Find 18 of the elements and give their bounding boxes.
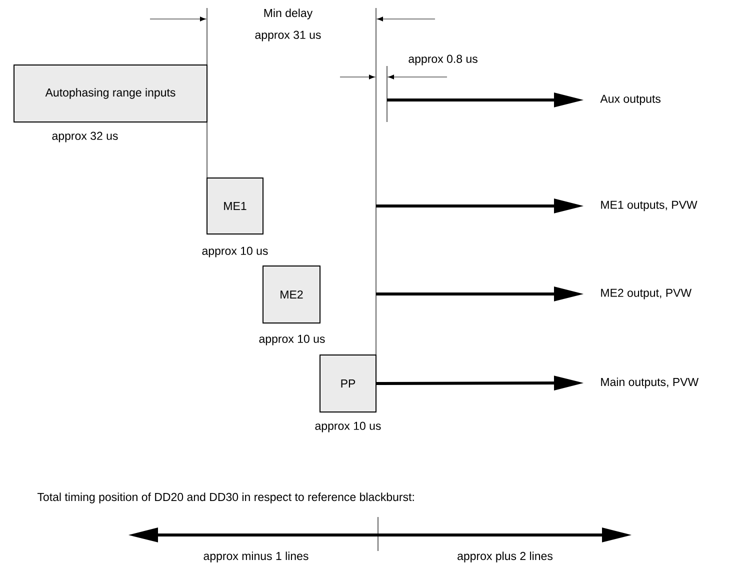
duration-label: approx 10 us	[315, 422, 381, 432]
process-box: PP	[320, 354, 376, 412]
process-box: ME2	[262, 266, 320, 324]
duration-label: approx 10 us	[202, 246, 268, 258]
duration-label: approx 32 us	[52, 132, 118, 142]
note-text: Min delay	[264, 8, 313, 20]
output-label: ME1 outputs, PVW	[601, 200, 698, 212]
output-label: Aux outputs	[600, 94, 660, 106]
output-label: ME2 output, PVW	[601, 288, 692, 300]
note-text: approx 31 us	[255, 30, 321, 42]
note-text: approx 0.8 us	[408, 54, 478, 66]
process-box: ME1	[206, 177, 264, 234]
note-text: approx plus 2 lines	[458, 552, 552, 562]
note-text: approx minus 1 lines	[204, 552, 308, 562]
note-text: Total timing position of DD20 and DD30 in respect to reference blackburst:	[37, 492, 414, 504]
duration-label: approx 10 us	[259, 334, 325, 346]
output-label: Main outputs, PVW	[601, 378, 699, 388]
process-box: Autophasing range inputs	[14, 64, 208, 122]
